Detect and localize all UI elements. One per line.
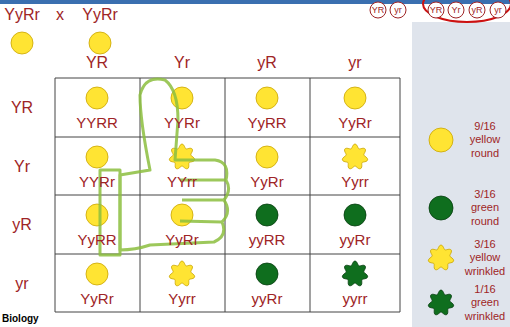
gamete-circle: yr bbox=[389, 1, 407, 19]
legend-wrinkled-seed bbox=[428, 245, 453, 270]
gamete-label: YR bbox=[369, 6, 387, 15]
offspring-genotype: yyRr bbox=[252, 291, 283, 308]
grid-line bbox=[55, 312, 400, 313]
offspring-genotype: yyrr bbox=[343, 291, 368, 308]
parent-genotype: YyRr bbox=[82, 6, 118, 24]
legend-swatch bbox=[427, 289, 455, 317]
offspring-genotype: YYRR bbox=[76, 115, 118, 132]
gamete-column-header: YR bbox=[86, 54, 108, 72]
round-seed bbox=[86, 263, 108, 285]
round-seed bbox=[256, 263, 278, 285]
punnett-grid bbox=[55, 78, 400, 312]
legend-round-seed bbox=[429, 128, 453, 152]
legend-text: 3/16 green round bbox=[460, 188, 510, 228]
offspring-genotype: YyRR bbox=[77, 232, 116, 249]
offspring-genotype: Yyrr bbox=[168, 291, 196, 308]
legend-text: 1/16 green wrinkled bbox=[460, 283, 510, 323]
thumb-hand bbox=[120, 79, 229, 250]
wrinkled-seed bbox=[342, 144, 367, 169]
offspring-genotype: yyRR bbox=[249, 232, 286, 249]
gamete-label: yr bbox=[389, 6, 407, 15]
legend-swatch bbox=[427, 244, 455, 272]
gamete-row-header: Yr bbox=[14, 158, 30, 176]
offspring-genotype: YYrr bbox=[167, 174, 197, 191]
gamete-oval bbox=[423, 0, 510, 22]
offspring-genotype: YyRR bbox=[247, 115, 286, 132]
offspring-genotype: YyRr bbox=[250, 174, 283, 191]
cross-sign: x bbox=[56, 6, 64, 24]
grid-line bbox=[55, 137, 400, 138]
offspring-genotype: YYRr bbox=[164, 115, 200, 132]
gamete-column-header: yR bbox=[257, 54, 277, 72]
gamete-circle-shape bbox=[490, 2, 506, 18]
gamete-circle: YR bbox=[369, 1, 387, 19]
offspring-genotype: YyRr bbox=[338, 115, 371, 132]
gamete-column-header: Yr bbox=[174, 54, 190, 72]
thumbs-up-drawing bbox=[100, 79, 229, 255]
round-seed bbox=[11, 32, 33, 54]
footer-text: Biology bbox=[2, 313, 39, 324]
grid-line bbox=[55, 78, 400, 79]
wrinkled-seed bbox=[342, 261, 367, 286]
legend-round-seed bbox=[429, 196, 453, 220]
gamete-label: yr bbox=[489, 6, 507, 15]
parent-genotype: YyRr bbox=[4, 6, 40, 24]
wrinkled-seed bbox=[169, 261, 194, 286]
legend-panel bbox=[412, 22, 510, 327]
gamete-circle-shape bbox=[370, 2, 386, 18]
gamete-circle: yR bbox=[468, 1, 486, 19]
gamete-circle-shape bbox=[428, 2, 444, 18]
round-seed bbox=[89, 32, 111, 54]
gamete-circle-shape bbox=[448, 2, 464, 18]
round-seed bbox=[256, 87, 278, 109]
gamete-circle-shape bbox=[469, 2, 485, 18]
gamete-circle: yr bbox=[489, 1, 507, 19]
gamete-label: Yr bbox=[447, 6, 465, 15]
offspring-genotype: YYRr bbox=[79, 174, 115, 191]
legend-wrinkled-seed bbox=[428, 290, 453, 315]
gamete-row-header: YR bbox=[11, 99, 33, 117]
offspring-genotype: YyRr bbox=[80, 291, 113, 308]
gamete-label: yR bbox=[468, 6, 486, 15]
round-seed bbox=[256, 204, 278, 226]
gamete-row-header: yR bbox=[12, 216, 32, 234]
legend-swatch bbox=[427, 194, 455, 222]
round-seed bbox=[344, 87, 366, 109]
round-seed bbox=[256, 146, 278, 168]
offspring-genotype: Yyrr bbox=[341, 174, 369, 191]
legend-swatch bbox=[427, 126, 455, 154]
offspring-genotype: YyRr bbox=[165, 232, 198, 249]
gamete-circle-shape bbox=[390, 2, 406, 18]
offspring-genotype: yyRr bbox=[340, 232, 371, 249]
gamete-circle: YR bbox=[427, 1, 445, 19]
round-seed bbox=[86, 146, 108, 168]
legend-text: 3/16 yellow wrinkled bbox=[460, 238, 510, 278]
round-seed bbox=[344, 204, 366, 226]
wrinkled-seed bbox=[169, 144, 194, 169]
gamete-column-header: yr bbox=[348, 54, 361, 72]
round-seed bbox=[86, 204, 108, 226]
round-seed bbox=[86, 87, 108, 109]
legend-text: 9/16 yellow round bbox=[460, 120, 510, 160]
gamete-circle: Yr bbox=[447, 1, 465, 19]
gamete-row-header: yr bbox=[15, 275, 28, 293]
gamete-label: YR bbox=[427, 6, 445, 15]
